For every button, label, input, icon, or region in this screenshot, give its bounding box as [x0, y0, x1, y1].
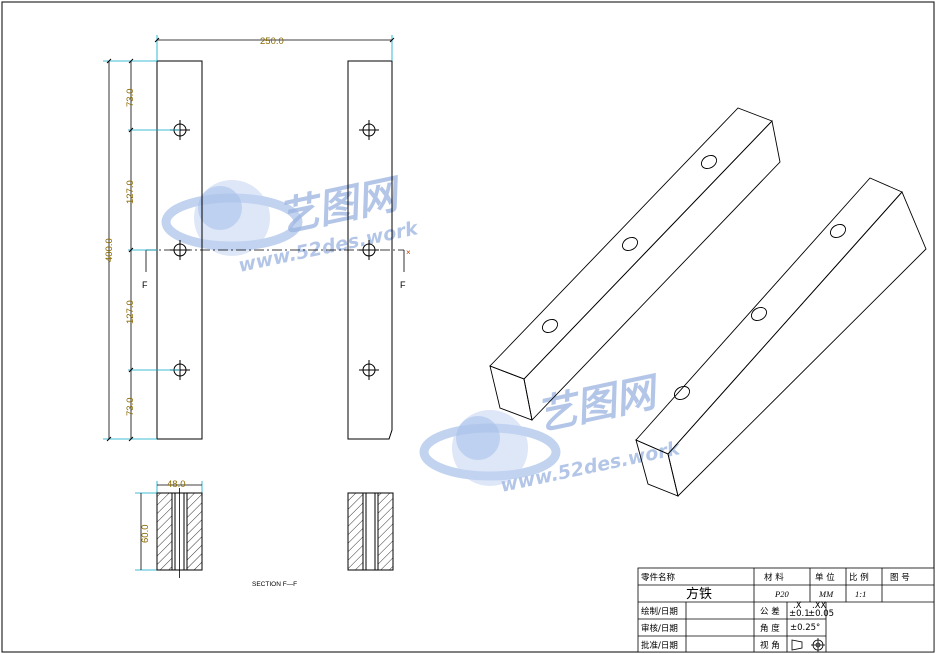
tol-x-head: .X: [793, 601, 802, 611]
dimension-lines: [103, 35, 393, 571]
dimension-ticks: [106, 37, 395, 442]
dim-section-width: 48.0: [167, 479, 186, 490]
cut-label-left: F: [142, 280, 148, 290]
approved-label: 批准/日期: [641, 640, 678, 651]
section-label: SECTION F—F: [252, 581, 297, 588]
hole-icon: [359, 120, 379, 140]
dim-seg-bottom: 73.0: [125, 398, 136, 417]
svg-text:×: ×: [406, 248, 411, 257]
angle-label: 角 度: [760, 623, 780, 634]
view-label: 视 角: [760, 640, 780, 651]
watermark-right: 艺图网 www.52des.work: [419, 369, 683, 497]
part-name-label: 零件名称: [641, 572, 676, 583]
tol-x-value: ±0.1: [789, 609, 810, 619]
watermark-left: 艺图网 www.52des.work: [161, 171, 421, 277]
tol-xx-head: .XX: [812, 601, 827, 611]
drawing-no-label: 图 号: [890, 573, 910, 583]
material-label: 材 料: [764, 572, 784, 583]
dim-width: 250.0: [260, 36, 284, 47]
dim-seg-upper: 127.0: [125, 180, 136, 204]
angle-value: ±0.25°: [790, 623, 820, 633]
unit-label: 单 位: [815, 572, 835, 583]
bar-right: [347, 60, 393, 440]
material-value: P20: [774, 589, 789, 599]
hole-icon: [359, 360, 379, 380]
section-view-right: [347, 492, 394, 571]
scale-value: 1:1: [855, 589, 866, 599]
checked-label: 审核/日期: [641, 623, 678, 634]
unit-value: MM: [818, 589, 834, 599]
part-name: 方铁: [686, 586, 712, 602]
isometric-view: [489, 107, 927, 497]
tol-xx-value: ±0.05: [808, 609, 834, 619]
cut-label-right: F: [400, 280, 406, 290]
dim-height: 400.0: [104, 238, 115, 262]
tolerance-label: 公 差: [760, 606, 780, 617]
dim-seg-lower: 127.0: [125, 300, 136, 324]
section-cut-line: × F F: [142, 248, 411, 290]
dim-seg-top: 73.0: [125, 89, 136, 108]
drawn-label: 绘制/日期: [641, 606, 678, 617]
section-view-left: [156, 488, 203, 578]
scale-label: 比 例: [849, 572, 869, 583]
title-block: [637, 567, 935, 653]
projection-symbol-icon: [791, 638, 825, 652]
dim-section-height: 60.0: [140, 525, 151, 544]
